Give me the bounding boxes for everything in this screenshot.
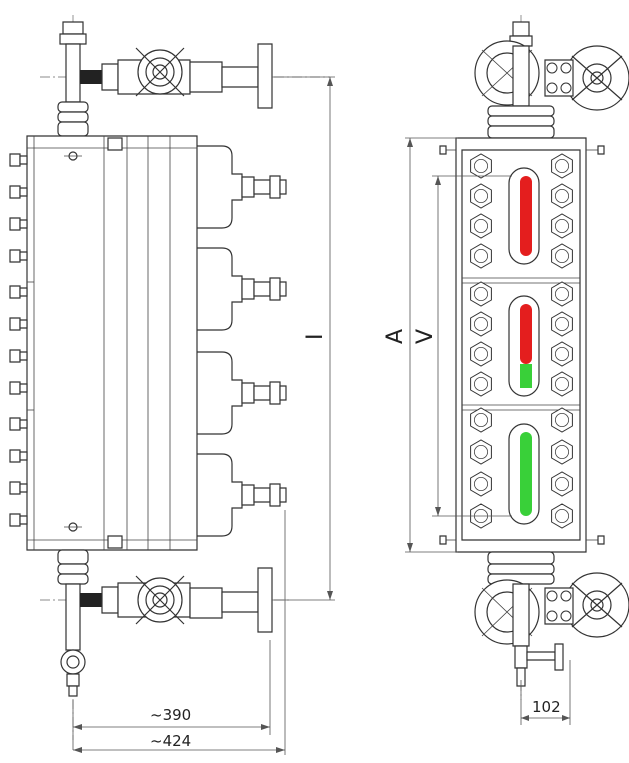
side-bolt (10, 482, 27, 494)
switch-housings (197, 146, 286, 536)
top-valve-side (80, 44, 272, 108)
hex-nut (552, 282, 573, 306)
indicator-red-top (520, 176, 532, 256)
dimension-I: I (272, 77, 335, 600)
hex-nut (552, 342, 573, 366)
hex-nut (471, 282, 492, 306)
dim-label-I: I (303, 334, 328, 341)
hex-nut (552, 244, 573, 268)
hex-nut (471, 154, 492, 178)
hex-nut (471, 440, 492, 464)
hex-nut (552, 504, 573, 528)
hex-nut (471, 214, 492, 238)
side-bolt (10, 218, 27, 230)
dim-label-A: A (383, 329, 408, 344)
level-indicator (509, 168, 539, 524)
indicator-red-middle (520, 304, 532, 364)
bottom-valve-front (475, 552, 629, 686)
hex-nut (552, 408, 573, 432)
switch-housing (197, 248, 286, 330)
hex-nut (471, 408, 492, 432)
switch-housing (197, 454, 286, 536)
side-bolt (10, 186, 27, 198)
side-bolt (10, 350, 27, 362)
dimension-A-V: A V (383, 138, 512, 552)
hex-nut (471, 372, 492, 396)
dim-label-424: ~424 (150, 732, 191, 750)
hex-nut (471, 342, 492, 366)
bottom-drain-pipe (58, 550, 88, 696)
side-bolt (10, 286, 27, 298)
side-view: I ~390 ~424 (10, 15, 335, 755)
chamber-body-side (27, 136, 197, 550)
side-bolt (10, 514, 27, 526)
indicator-green-bottom (520, 432, 532, 516)
hex-nut (471, 312, 492, 336)
side-bolt (10, 154, 27, 166)
side-bolt (10, 450, 27, 462)
cover-nuts-front (471, 154, 573, 528)
hex-nut (471, 184, 492, 208)
side-bolt (10, 418, 27, 430)
cover-bolts-side (10, 154, 27, 526)
dimension-width: ~390 ~424 (73, 510, 285, 755)
top-valve-front (475, 22, 629, 138)
hex-nut (471, 472, 492, 496)
hex-nut (552, 214, 573, 238)
hex-nut (552, 154, 573, 178)
side-bolt (10, 318, 27, 330)
indicator-green-middle (520, 364, 532, 388)
bottom-valve-side (80, 568, 272, 632)
front-view: A V 102 (383, 15, 629, 725)
switch-housing (197, 146, 286, 228)
side-bolt (10, 382, 27, 394)
side-bolt (10, 250, 27, 262)
hex-nut (552, 472, 573, 496)
top-vent-pipe (58, 22, 88, 136)
dimension-102: 102 (521, 660, 570, 725)
hex-nut (552, 184, 573, 208)
dim-label-V: V (413, 329, 438, 344)
hex-nut (552, 440, 573, 464)
hex-nut (552, 372, 573, 396)
dim-label-102: 102 (532, 698, 561, 716)
hex-nut (552, 312, 573, 336)
dim-label-390: ~390 (150, 706, 191, 724)
hex-nut (471, 244, 492, 268)
switch-housing (197, 352, 286, 434)
